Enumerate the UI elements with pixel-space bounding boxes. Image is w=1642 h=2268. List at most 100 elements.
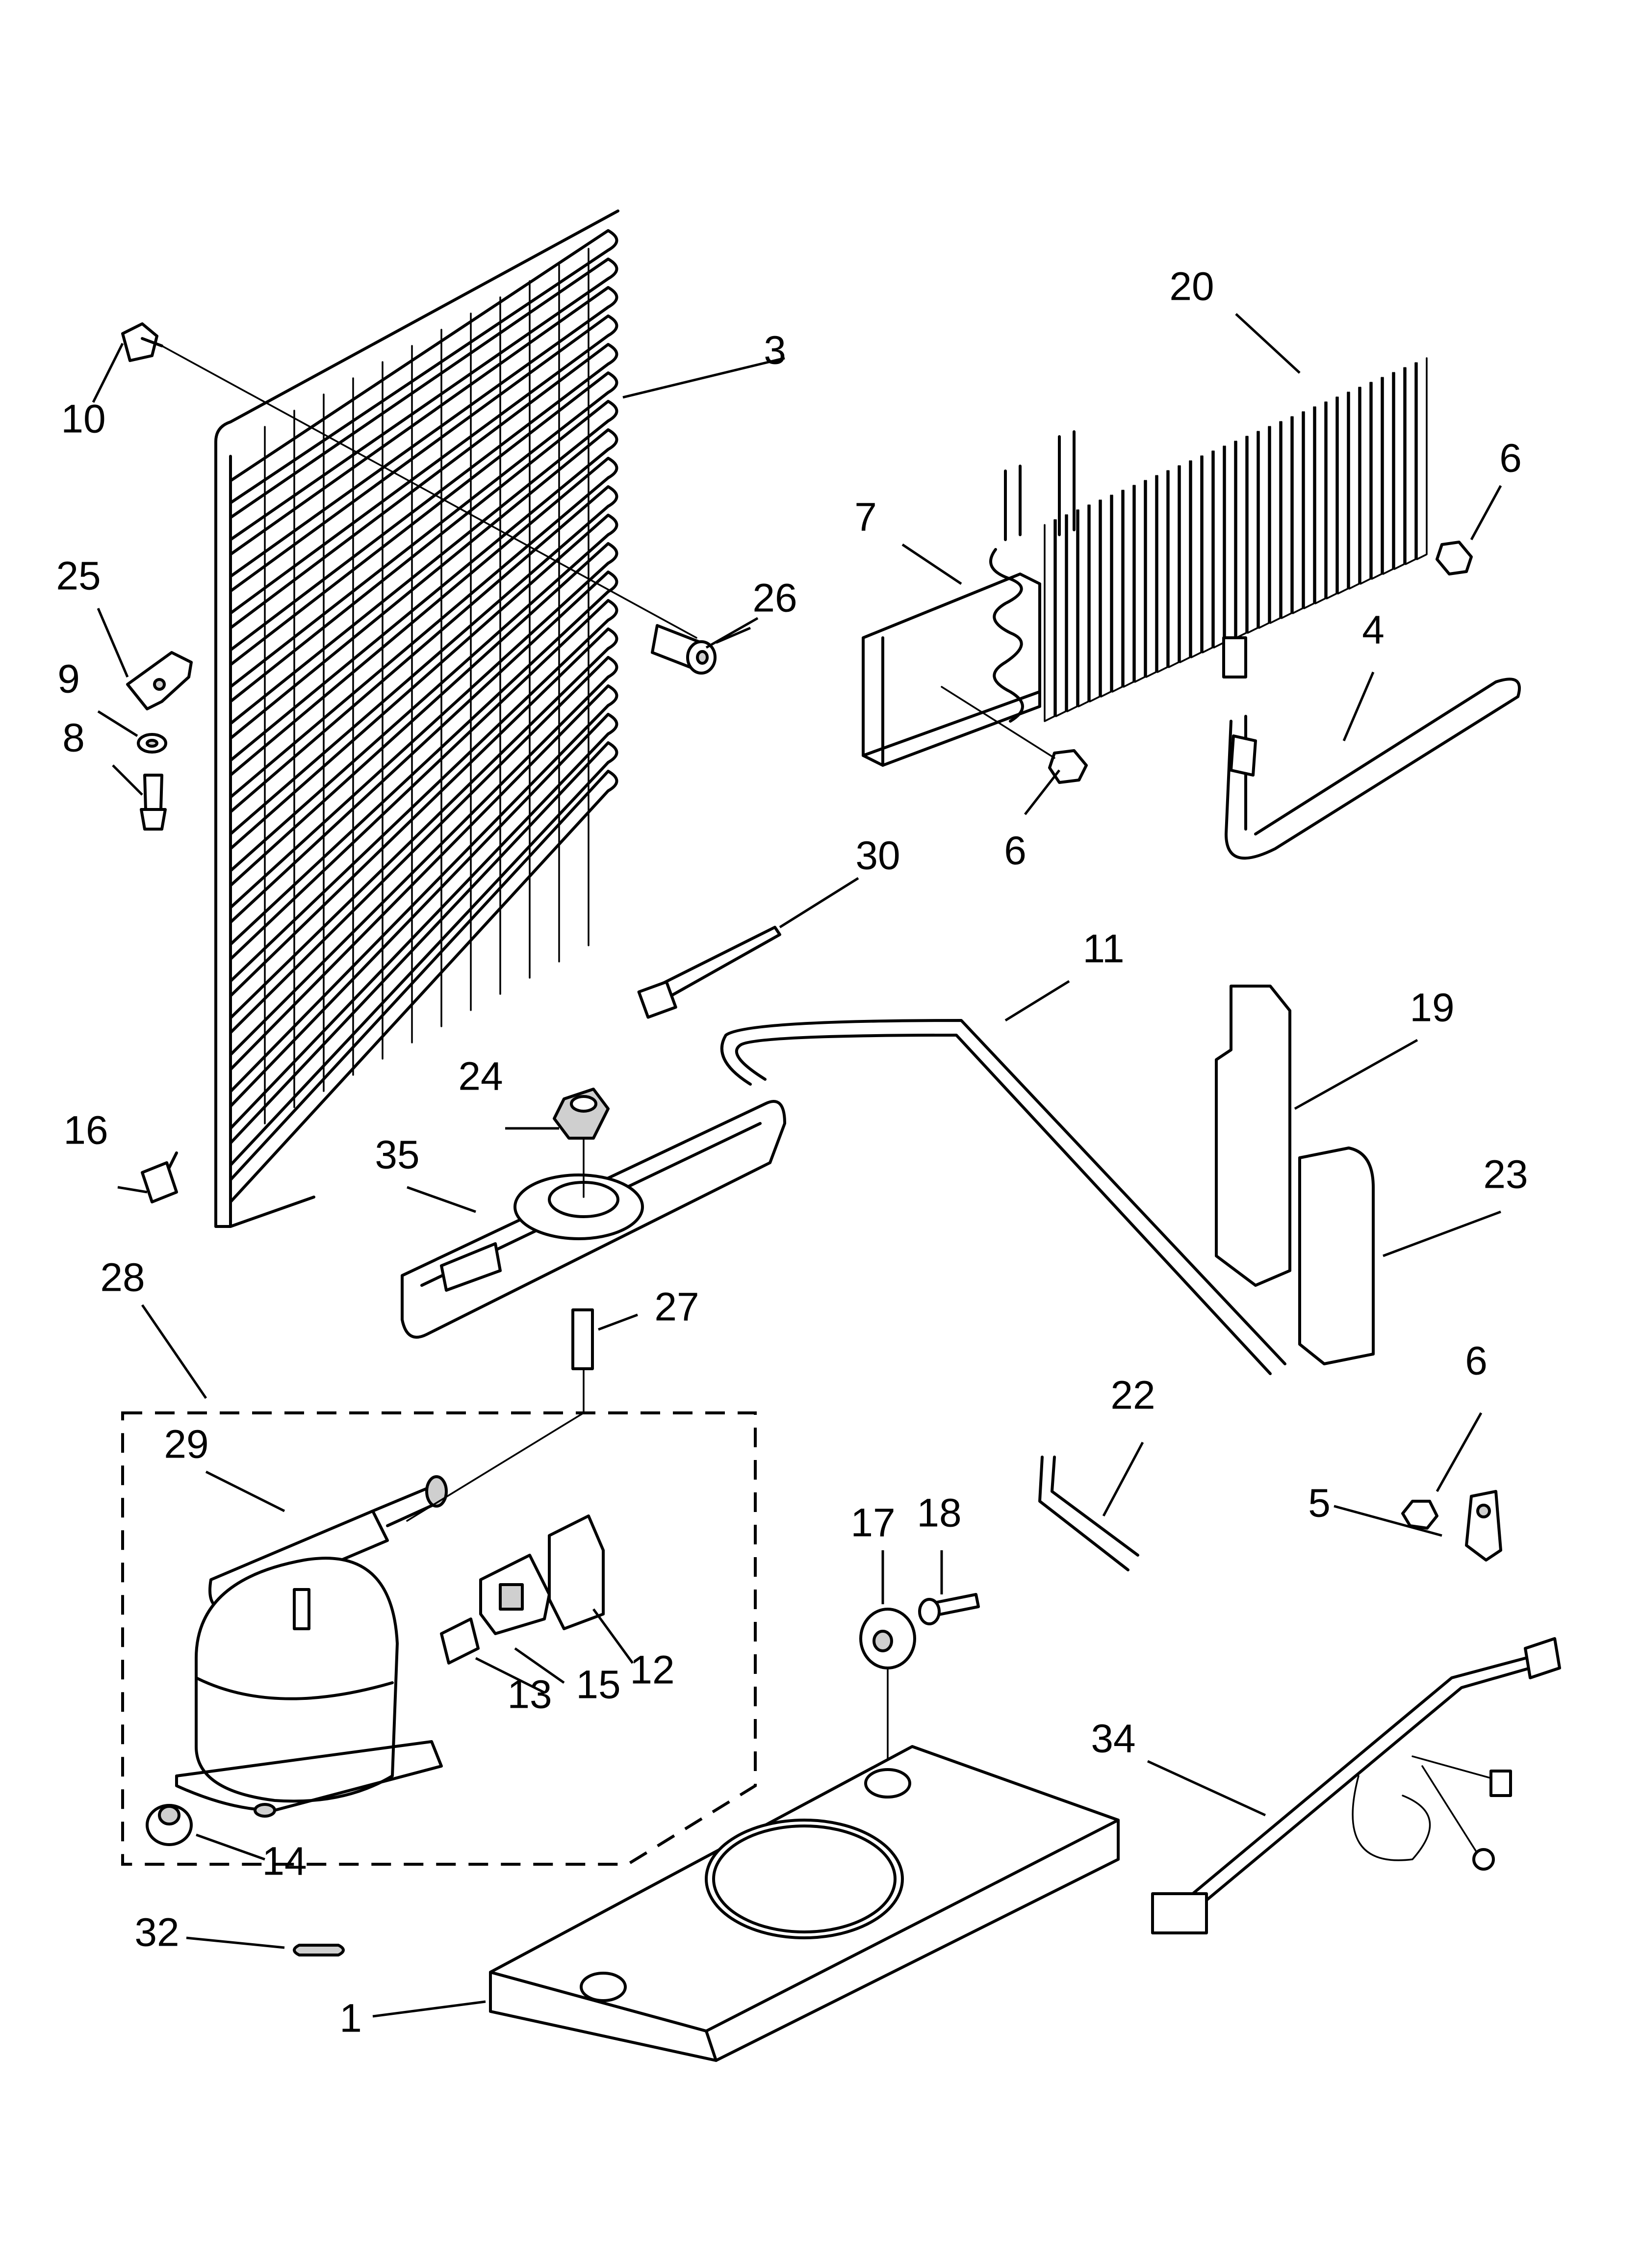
callout-1: 1 — [339, 1996, 362, 2041]
insulation-19 — [1215, 985, 1291, 1287]
grommet-14 — [146, 1804, 193, 1846]
callout-20: 20 — [1169, 264, 1214, 309]
callout-labels: 1 3 4 5 6 6 6 7 8 9 10 11 12 13 14 15 16… — [56, 264, 1528, 2041]
callout-25: 25 — [56, 554, 101, 599]
evaporator-fin — [1202, 450, 1213, 653]
evaporator-fin — [1314, 401, 1326, 604]
evaporator-fin — [1303, 406, 1315, 609]
evaporator-fin — [1269, 421, 1281, 624]
evaporator — [862, 357, 1428, 767]
condenser-tube-loop — [229, 542, 618, 909]
compressor — [175, 1557, 443, 1818]
evaporator-fin — [1044, 519, 1055, 722]
evaporator-fin — [1292, 411, 1304, 614]
condenser-tube-loop — [229, 599, 618, 983]
callout-30: 30 — [855, 834, 900, 878]
condenser-tube-loop — [229, 229, 618, 504]
condenser-tube-loop — [229, 428, 618, 762]
compressor-kit-28-outline — [121, 1411, 757, 1866]
evaporator-fin — [1281, 416, 1292, 619]
evaporator-fin — [1145, 475, 1157, 678]
bolt-18 — [918, 1593, 980, 1625]
condenser-tube-loop — [229, 627, 618, 1019]
callout-18: 18 — [917, 1491, 961, 1536]
evaporator-fin — [1360, 382, 1371, 585]
overload-15 — [479, 1554, 551, 1635]
condenser-tube-loop — [229, 400, 618, 725]
callout-14: 14 — [262, 1839, 307, 1884]
evaporator-fin — [1382, 372, 1394, 575]
evaporator-fin — [1213, 445, 1225, 649]
condenser-tube-loop — [229, 656, 618, 1056]
evaporator-fin — [1326, 396, 1337, 600]
callout-35: 35 — [375, 1133, 419, 1177]
condenser-tube-loop — [229, 286, 618, 578]
callout-26: 26 — [752, 576, 797, 621]
screw-6-bracket — [1401, 1500, 1438, 1530]
clip-16 — [141, 1151, 178, 1203]
condenser-tube-loop — [229, 485, 618, 835]
drain-tube-27 — [571, 1308, 594, 1414]
insulation-23 — [1298, 1147, 1375, 1365]
evaporator-fin — [1405, 362, 1416, 565]
drain-pan-35 — [401, 1100, 786, 1339]
evaporator-fin — [1111, 490, 1123, 693]
condenser-tube-loop — [229, 571, 618, 946]
callout-12: 12 — [630, 1648, 674, 1693]
evaporator-fin — [1348, 387, 1360, 590]
evaporator-fin — [1258, 426, 1270, 629]
relay-13 — [440, 1617, 480, 1665]
evaporator-fin — [1089, 499, 1101, 703]
condenser-tube-loop — [229, 343, 618, 652]
callout-28: 28 — [100, 1255, 145, 1300]
nut-24 — [553, 1088, 610, 1198]
condenser-tube-loop — [229, 258, 618, 541]
evaporator-fin — [1168, 465, 1180, 668]
callout-11: 11 — [1082, 927, 1124, 971]
evaporator-fin — [1247, 431, 1258, 634]
defrost-heater-4 — [1222, 636, 1521, 860]
callout-29: 29 — [164, 1422, 208, 1467]
callout-15: 15 — [576, 1663, 620, 1707]
callout-3: 3 — [764, 328, 786, 373]
spacer-26 — [651, 624, 717, 675]
callout-23: 23 — [1483, 1152, 1528, 1197]
callout-17: 17 — [850, 1501, 895, 1545]
evaporator-fin — [1179, 460, 1191, 663]
wire-harness-34 — [1151, 1637, 1561, 1934]
condenser-coil — [214, 209, 619, 1228]
evaporator-fin — [1224, 441, 1236, 644]
callout-6-bottom: 6 — [1465, 1339, 1488, 1383]
condenser-tube-loop — [229, 457, 618, 799]
clip-25 — [126, 651, 193, 710]
condenser-tube-loop — [229, 514, 618, 872]
callout-10: 10 — [61, 397, 105, 442]
condenser-tube-loop — [229, 741, 618, 1167]
evaporator-fin — [1123, 485, 1134, 688]
condenser-tube-loop — [229, 770, 618, 1203]
callout-27: 27 — [654, 1285, 699, 1330]
clip-32 — [293, 1944, 345, 1956]
screw-6-evap-top — [1436, 541, 1473, 575]
callout-32: 32 — [134, 1910, 179, 1955]
evaporator-fin — [1100, 495, 1112, 698]
callout-22: 22 — [1110, 1373, 1155, 1418]
callout-6-mid: 6 — [1004, 829, 1026, 873]
screw-6-evap-bottom — [941, 686, 1088, 784]
cable-tie-30 — [637, 926, 781, 1019]
cover-12 — [548, 1514, 605, 1630]
evaporator-fin — [1235, 436, 1247, 639]
evaporator-fin — [1393, 367, 1405, 570]
evaporator-fin — [1066, 509, 1078, 712]
base-pan-1 — [489, 1745, 1120, 2062]
evaporator-fin — [1337, 391, 1349, 595]
evaporator-fin — [1055, 514, 1067, 717]
callout-34: 34 — [1091, 1717, 1135, 1761]
condenser-tube-loop — [229, 371, 618, 688]
grommet-17 — [859, 1608, 916, 1787]
tube-22 — [1038, 1456, 1139, 1571]
evaporator-fin — [1371, 377, 1383, 580]
bracket-5 — [1465, 1490, 1502, 1562]
callout-4: 4 — [1362, 608, 1385, 652]
